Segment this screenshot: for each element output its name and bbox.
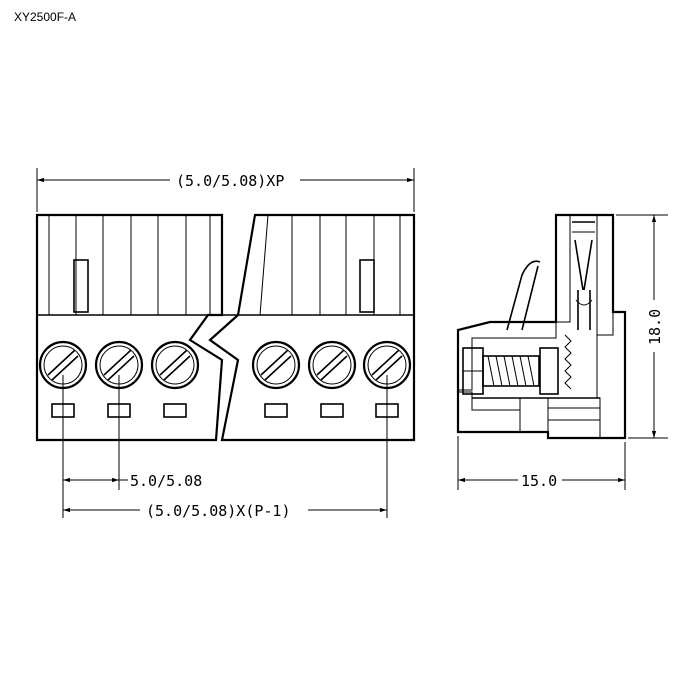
dim-pin-span-label: (5.0/5.08)X(P-1) — [146, 502, 291, 520]
front-body-left — [35, 213, 224, 442]
screw-head-icon — [251, 340, 301, 390]
front-ribs-right — [259, 214, 401, 316]
dim-side-height: 18.0 — [616, 214, 668, 439]
wire-entry-window — [264, 403, 288, 418]
model-label: XY2500F-A — [14, 10, 77, 24]
wire-entry-window — [163, 403, 187, 418]
screw-row — [38, 340, 412, 390]
side-screw-thread — [482, 355, 540, 387]
latch-slot-right — [359, 259, 375, 313]
latch-slot-left — [73, 259, 89, 313]
wire-entry-window — [320, 403, 344, 418]
screw-head-icon — [307, 340, 357, 390]
dim-side-height-label: 18.0 — [646, 309, 664, 345]
dim-overall-width-label: (5.0/5.08)XP — [176, 172, 284, 190]
dim-side-width: 15.0 — [457, 436, 626, 490]
dim-pitch-label: 5.0/5.08 — [130, 472, 202, 490]
dim-side-width-label: 15.0 — [521, 472, 557, 490]
front-ribs-left — [48, 215, 211, 315]
dim-overall-width: (5.0/5.08)XP — [36, 168, 415, 212]
front-view — [35, 213, 416, 442]
wire-entry-row — [51, 403, 399, 418]
side-latch-arm — [506, 260, 541, 331]
front-body-right — [208, 213, 416, 442]
dim-pin-span: (5.0/5.08)X(P-1) — [63, 502, 387, 520]
screw-head-icon — [150, 340, 200, 390]
side-view — [456, 213, 627, 440]
dim-pitch: 5.0/5.08 — [62, 375, 388, 518]
